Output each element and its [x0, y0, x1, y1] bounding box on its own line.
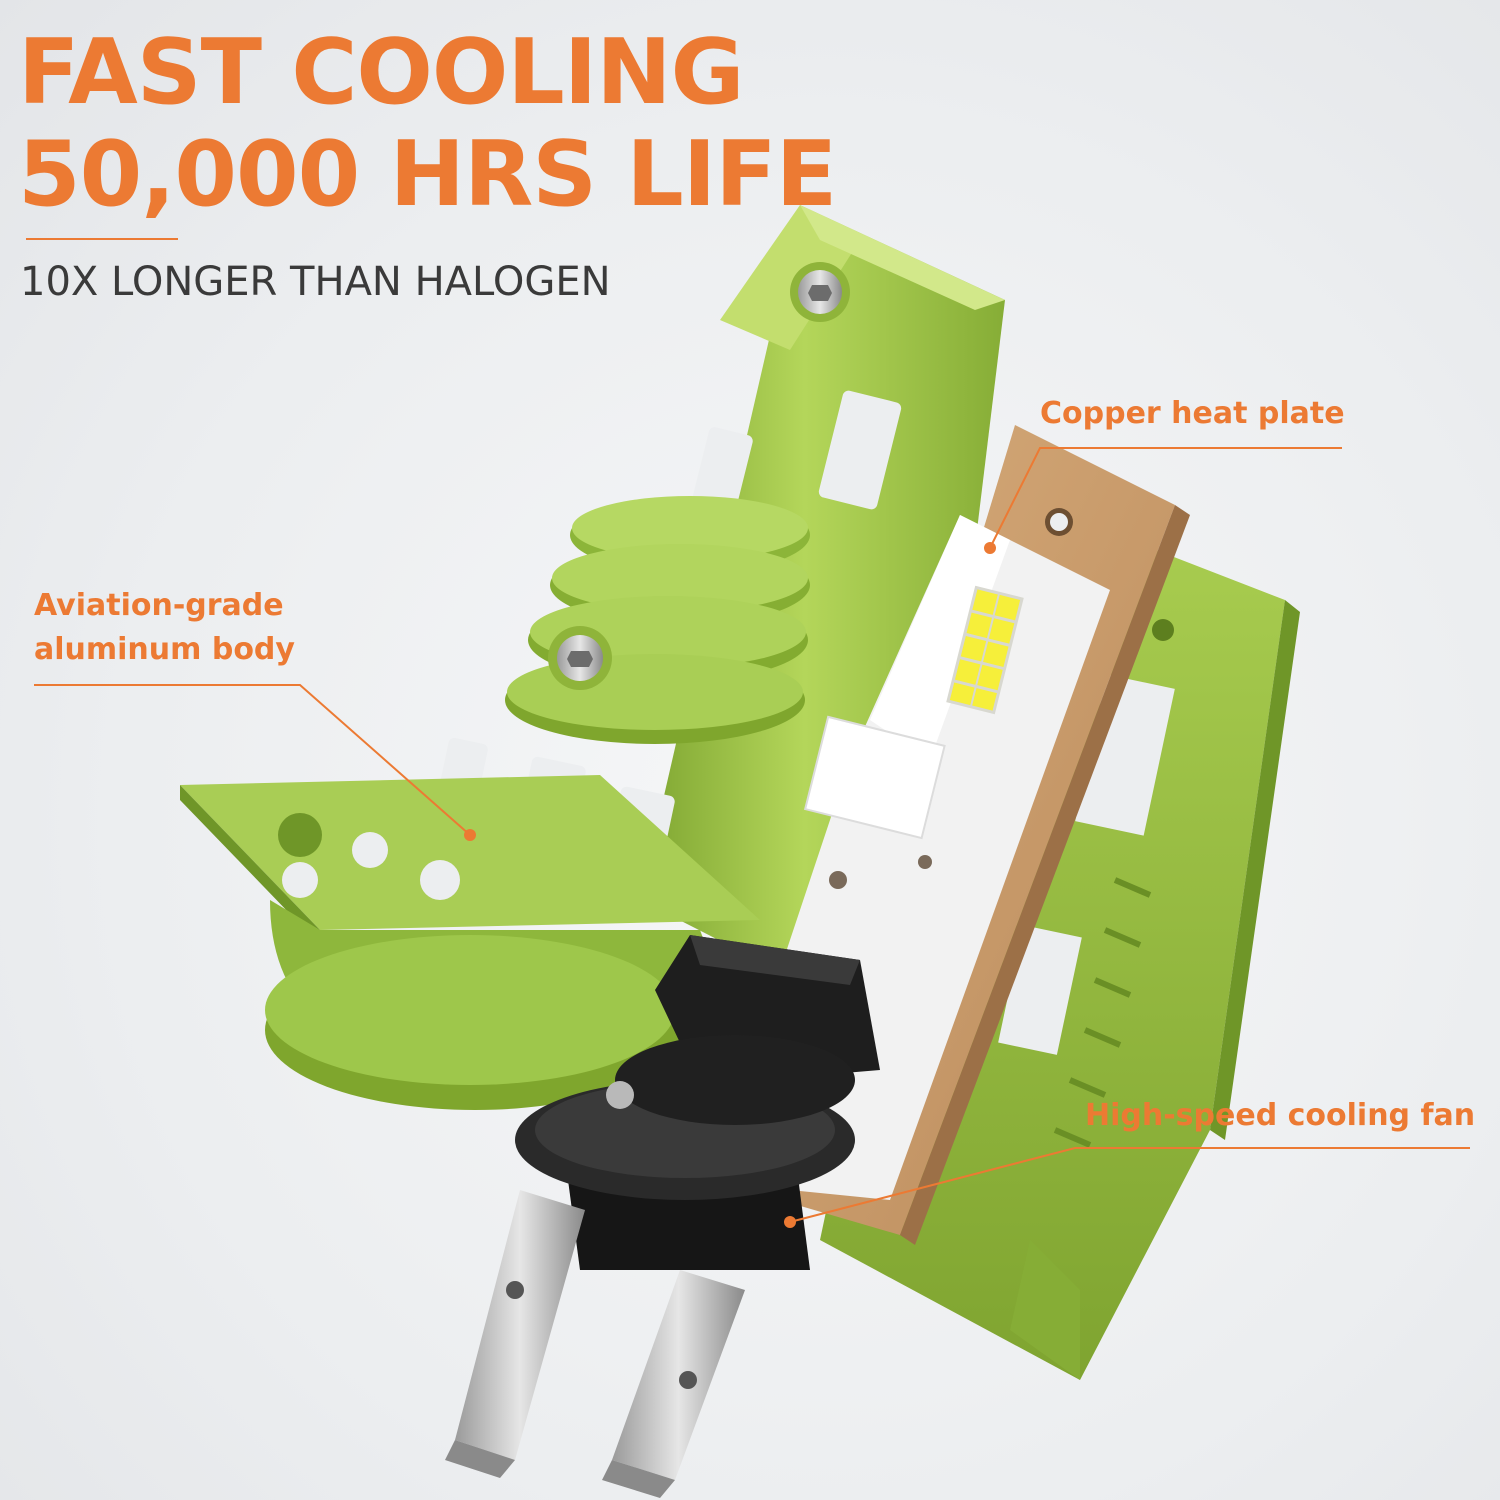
- callout-aluminum-line-2: aluminum body: [34, 632, 295, 667]
- callout-dots: [464, 542, 996, 1228]
- callout-copper-heat-plate: Copper heat plate: [1040, 396, 1345, 431]
- flange-base: [180, 775, 760, 1110]
- headline-line-1: FAST COOLING: [18, 20, 744, 125]
- connector-pins: [445, 1190, 745, 1498]
- leader-aluminum: [34, 684, 471, 836]
- leader-copper: [989, 447, 1342, 549]
- headline-divider: [26, 238, 178, 240]
- fan-housing: [515, 935, 880, 1270]
- leader-fan: [789, 1147, 1470, 1223]
- fin-ridges: [1053, 877, 1152, 1148]
- cooling-rings: [505, 496, 810, 744]
- dot-fan: [784, 1216, 796, 1228]
- callout-aluminum-body: Aviation-grade aluminum body: [34, 584, 295, 672]
- headline-line-2: 50,000 HRS LIFE: [18, 122, 837, 227]
- callout-aluminum-line-1: Aviation-grade: [34, 588, 284, 623]
- dot-aluminum: [464, 829, 476, 841]
- callout-cooling-fan: High-speed cooling fan: [1085, 1098, 1476, 1133]
- dot-copper: [984, 542, 996, 554]
- led-chip-array: [946, 585, 1024, 715]
- subheadline: 10X LONGER THAN HALOGEN: [20, 259, 611, 305]
- callout-leaders: [34, 447, 1470, 1223]
